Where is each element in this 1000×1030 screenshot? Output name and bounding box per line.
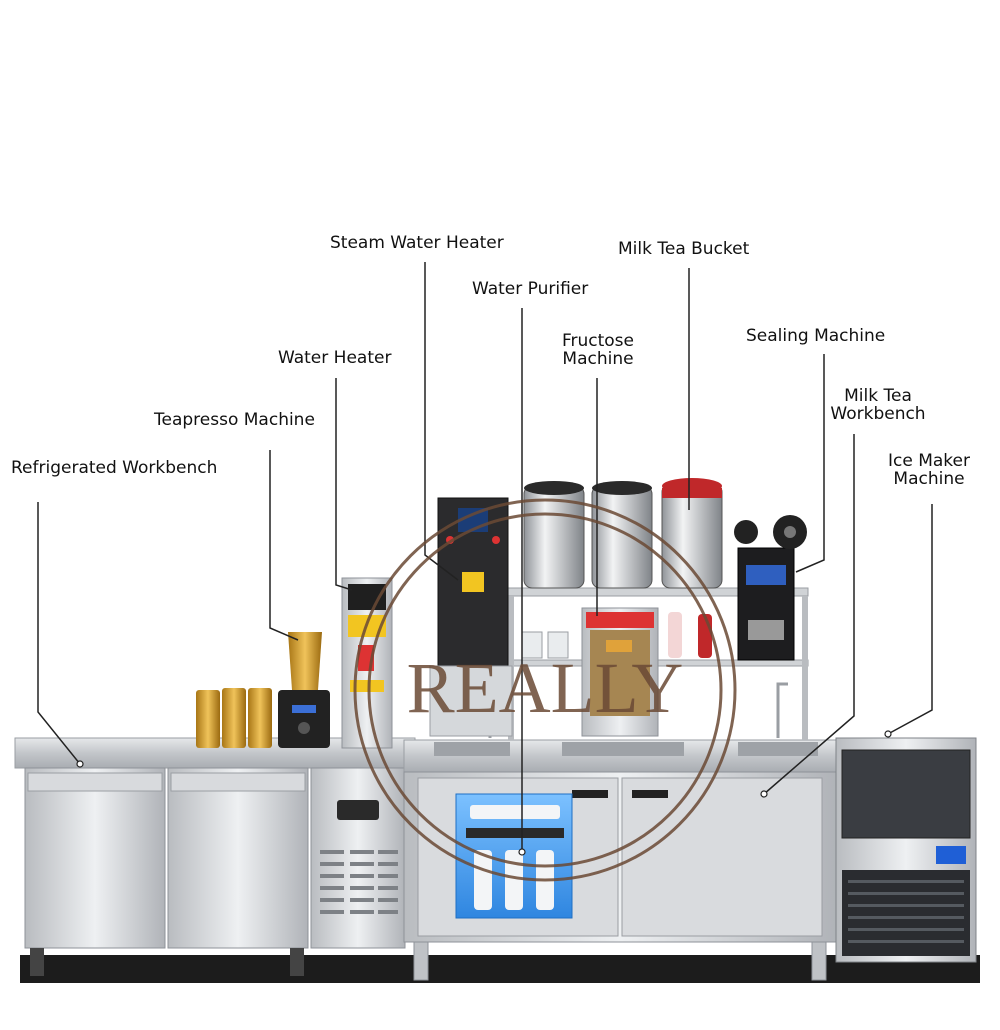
label-water-purifier: Water Purifier [472, 279, 589, 299]
label-ice-maker-line1: Ice Maker [888, 451, 970, 471]
leader-refrigerated-workbench [37, 502, 81, 765]
pointer-dot [76, 760, 84, 768]
leader-steam-water-heater [424, 262, 459, 581]
label-water-heater: Water Heater [278, 348, 392, 368]
label-fructose-line1: Fructose [561, 331, 635, 351]
sealing-machine [734, 515, 807, 661]
watermark-seal [353, 498, 737, 882]
leader-milk-tea-workbench [763, 434, 855, 795]
label-fructose-machine: Fructose Machine [556, 332, 640, 368]
label-refrigerated-workbench: Refrigerated Workbench [11, 458, 218, 478]
watermark-text: REALLY [407, 648, 684, 728]
pointer-dot [518, 848, 526, 856]
milk-tea-bucket [523, 478, 723, 589]
pointer-dot [884, 730, 892, 738]
leader-teapresso-machine [269, 450, 299, 641]
ice-maker-machine [835, 737, 977, 963]
leader-ice-maker-machine [887, 504, 933, 735]
leader-sealing-machine [795, 354, 825, 573]
leader-lines [37, 262, 933, 852]
label-milk-tea-bucket: Milk Tea Bucket [618, 239, 750, 259]
label-sealing-machine: Sealing Machine [746, 326, 886, 346]
pointer-dot [760, 790, 768, 798]
label-steam-water-heater: Steam Water Heater [330, 233, 504, 253]
label-ice-maker-machine: Ice Maker Machine [884, 452, 974, 488]
leader-water-heater [335, 378, 353, 591]
label-milk-tea-workbench-line1: Milk Tea [844, 386, 912, 406]
label-ice-maker-line2: Machine [893, 469, 965, 489]
label-milk-tea-workbench: Milk Tea Workbench [824, 387, 932, 423]
water-purifier [455, 793, 573, 919]
label-milk-tea-workbench-line2: Workbench [830, 404, 926, 424]
water-heater [341, 577, 393, 749]
label-teapresso-machine: Teapresso Machine [154, 410, 315, 430]
teapresso-machine [196, 632, 330, 748]
label-fructose-line2: Machine [562, 349, 634, 369]
fructose-machine [581, 607, 659, 737]
refrigerated-workbench [14, 737, 416, 976]
